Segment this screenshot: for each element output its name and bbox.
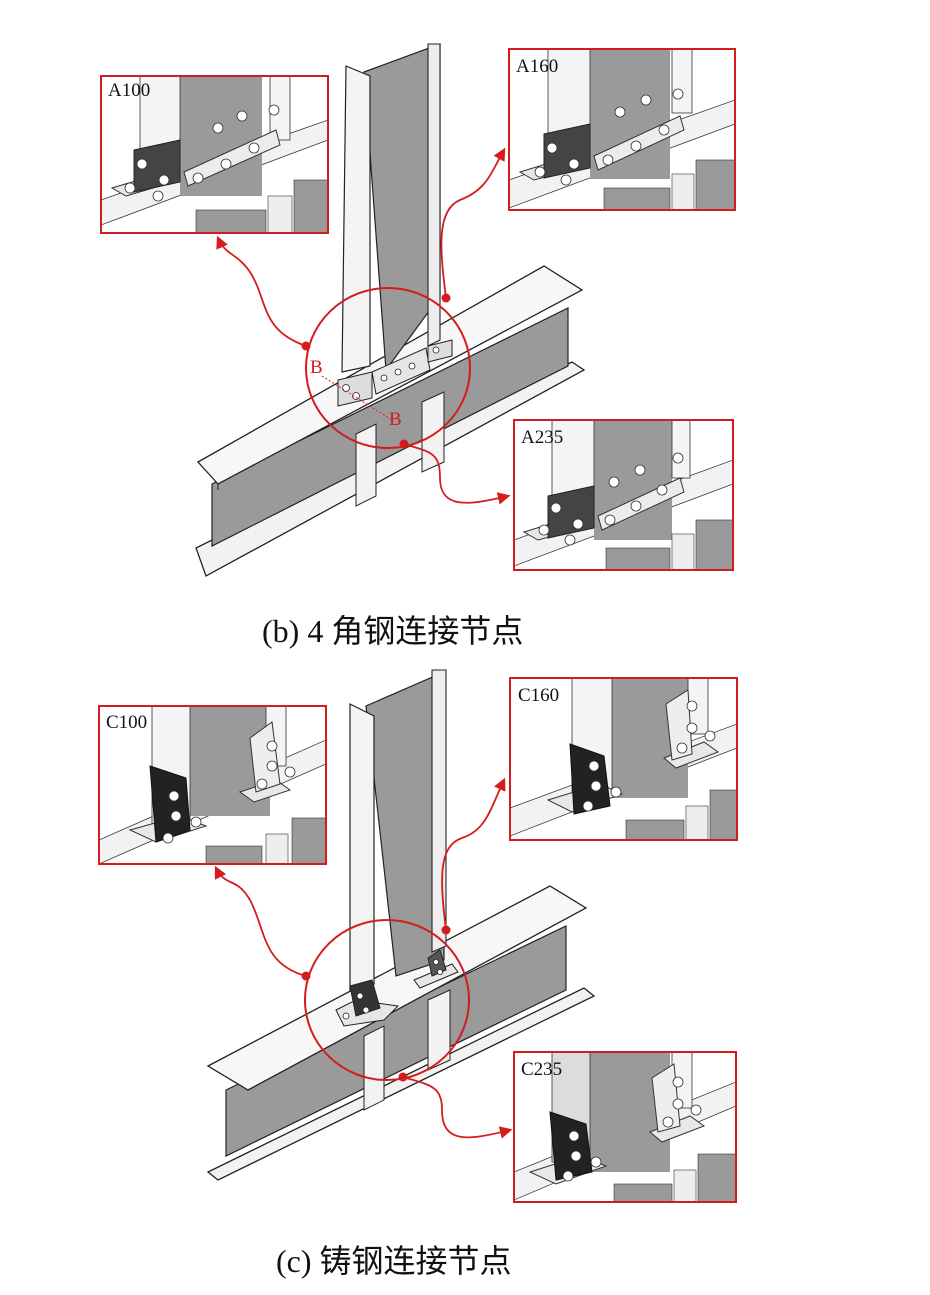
beam-web	[225, 925, 567, 1157]
callout-circle	[304, 919, 470, 1081]
leader-c160	[441, 777, 506, 931]
cast-bracket-rib	[349, 979, 381, 1017]
inset-a160: A160	[508, 48, 736, 211]
leader-a160	[440, 147, 506, 299]
section-marker-start: B	[310, 357, 323, 378]
beam-stiffener	[427, 989, 451, 1071]
inset-label-c235: C235	[521, 1059, 562, 1080]
panel-c-main-drawing	[206, 669, 596, 1181]
column-flange-front	[341, 65, 371, 373]
beam-web	[211, 307, 569, 547]
leader-a100	[216, 235, 307, 347]
column-web	[365, 671, 445, 977]
inset-a235: A235	[513, 419, 734, 571]
leader-c235	[402, 1076, 513, 1139]
angle-seat	[427, 339, 453, 363]
section-line	[321, 375, 393, 421]
leader-c100	[214, 865, 307, 977]
callout-circle	[305, 287, 471, 449]
inset-a100: A100	[100, 75, 329, 234]
inset-label-a100: A100	[108, 80, 150, 101]
leader-a235	[403, 443, 511, 505]
angle-seat	[337, 371, 373, 407]
beam-stiffener	[421, 391, 445, 473]
inset-label-a160: A160	[516, 56, 558, 77]
section-marker-end: B	[389, 409, 402, 430]
beam-stiffener	[355, 423, 377, 507]
beam-bottom-flange	[206, 987, 596, 1181]
inset-c160: C160	[509, 677, 738, 841]
caption-panel-b: (b) 4 角钢连接节点	[262, 613, 524, 649]
caption-panel-c: (c) 铸钢连接节点	[276, 1243, 512, 1279]
inset-label-a235: A235	[521, 427, 563, 448]
panel-b-main-drawing: B B	[195, 43, 586, 577]
inset-c100: C100	[98, 705, 327, 865]
column-flange-front	[349, 703, 375, 991]
column-flange-back	[427, 43, 441, 347]
beam-stiffener	[363, 1025, 385, 1111]
inset-c235: C235	[513, 1051, 737, 1203]
inset-label-c100: C100	[106, 712, 147, 733]
inset-label-c160: C160	[518, 685, 559, 706]
